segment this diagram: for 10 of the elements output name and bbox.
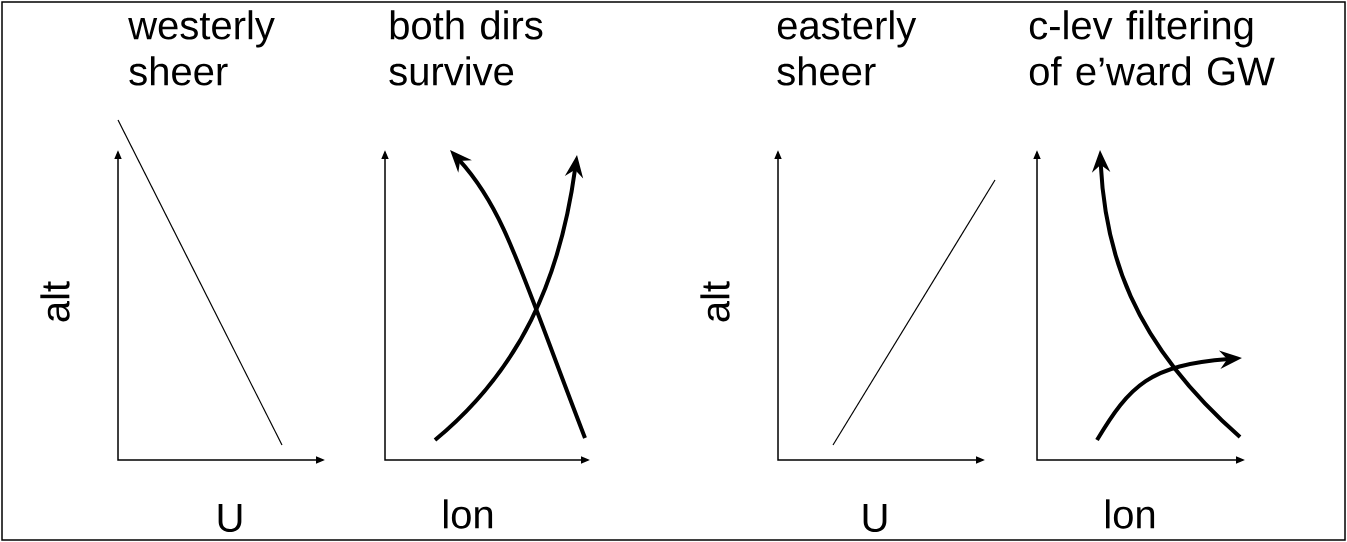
label: U	[218, 504, 242, 532]
label: lon	[1106, 499, 1155, 529]
label: westerly sheer	[128, 10, 275, 86]
label: both dirs survive	[389, 10, 543, 86]
label: U	[863, 504, 887, 532]
label: alt	[40, 281, 70, 322]
label: alt	[700, 281, 730, 322]
label: lon	[444, 499, 493, 529]
label: easterly sheer	[777, 10, 917, 86]
label: c-lev filtering of e’ward GW	[1029, 10, 1275, 86]
